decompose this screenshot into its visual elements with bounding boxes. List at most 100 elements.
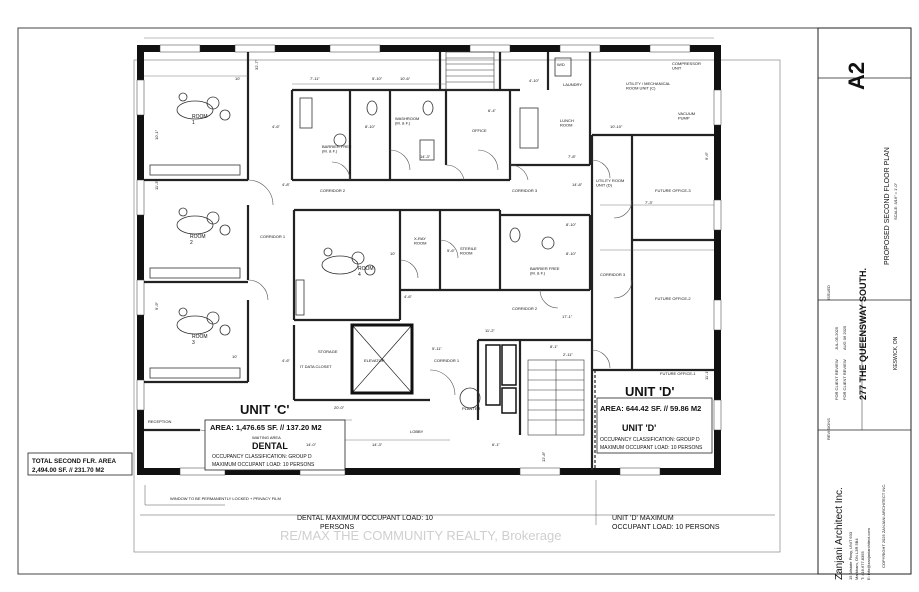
svg-text:10': 10' xyxy=(390,251,395,256)
architect-line-2: Markham, ON L3R 5B4 xyxy=(854,538,859,580)
unit-c-occupancy: OCCUPANCY CLASSIFICATION: GROUP D xyxy=(212,454,312,460)
svg-text:11'-1": 11'-1" xyxy=(704,370,709,380)
architect-line-3: T: 416.677.8355 xyxy=(860,551,865,580)
unit-c-waiting: WAITING AREA xyxy=(252,435,281,440)
shafts xyxy=(485,344,517,414)
corridor-1b-label: CORRIDOR 1 xyxy=(434,358,460,363)
unit-d-area: AREA: 644.42 SF. // 59.86 M2 xyxy=(600,404,701,413)
svg-text:14'-3": 14'-3" xyxy=(372,442,383,447)
sheet-border xyxy=(17,27,912,575)
svg-text:9'-6": 9'-6" xyxy=(704,151,709,160)
issue-2-desc: FOR CLIENT REVIEW xyxy=(842,359,847,400)
unit-d-load-note-1: UNIT 'D' MAXIMUM xyxy=(612,515,674,522)
svg-text:8'-1": 8'-1" xyxy=(550,344,559,349)
barrier-free-label-1: BARRIER FREE(M. & F.) xyxy=(322,144,352,154)
svg-text:10'-6": 10'-6" xyxy=(400,76,411,81)
svg-text:8'-10": 8'-10" xyxy=(566,222,577,227)
svg-text:5'-6": 5'-6" xyxy=(447,248,456,253)
svg-text:4'-6": 4'-6" xyxy=(272,124,281,129)
wd-label: W/D xyxy=(557,62,565,67)
total-area-box xyxy=(27,452,133,476)
svg-text:10'-10": 10'-10" xyxy=(610,124,623,129)
unit-c-load: MAXIMUM OCCUPANT LOAD: 10 PERSONS xyxy=(212,462,315,468)
project-city: KESWICK, ON xyxy=(893,336,899,370)
unit-c-info-box xyxy=(204,419,346,471)
svg-text:14'-8": 14'-8" xyxy=(572,182,583,187)
washroom-label: WASHROOM(M. & F.) xyxy=(395,116,419,126)
architect-line-1: 15 Allstate Pkwy, UNIT 633 xyxy=(848,531,853,580)
unit-d-name: UNIT 'D' xyxy=(625,384,675,399)
corridor-2b-label: CORRIDOR 2 xyxy=(512,306,538,311)
svg-text:4'-10": 4'-10" xyxy=(529,78,540,83)
architect-name: Zanjani Architect Inc. xyxy=(834,487,845,580)
issue-1-date: JUL-05-2025 xyxy=(834,326,839,350)
unit-d-info-box xyxy=(596,397,713,454)
architect-line-4: E: info@zanjaniarchitect.com xyxy=(866,527,871,580)
dental-load-note-2: PERSONS xyxy=(320,524,355,531)
lobby-label: LOBBY xyxy=(410,429,424,434)
office-label: OFFICE xyxy=(472,128,487,133)
total-area-line1: TOTAL SECOND FLR. AREA xyxy=(32,458,117,465)
elevator-shaft xyxy=(350,323,414,395)
dimension-texts: 32'-7" 7'-11" 5'-10" 10'-6" 10' 4'-6" 8'… xyxy=(154,59,709,462)
elevator-label: ELEVATOR xyxy=(364,358,385,363)
drawing-title: PROPOSED SECOND FLOOR PLAN xyxy=(884,147,891,265)
watermark: RE/MAX THE COMMUNITY REALTY, Brokerage xyxy=(280,528,562,543)
svg-text:14'-3": 14'-3" xyxy=(420,154,431,159)
future-office-1-label: FUTURE OFFICE-1 xyxy=(660,371,696,376)
it-closet-label: IT DATA CLOSET xyxy=(300,364,332,369)
svg-text:4'-8": 4'-8" xyxy=(282,182,291,187)
copyright: COPYRIGHT 2025 ZANJANI ARCHITECT INC. xyxy=(881,484,886,568)
corridor-3b-label: CORRIDOR 3 xyxy=(600,272,626,277)
svg-text:4'-6": 4'-6" xyxy=(404,294,413,299)
unit-c-tenant: DENTAL xyxy=(252,441,288,451)
drawing-scale: SCALE: 3/16" = 1'-0" xyxy=(893,182,898,220)
corridor-2-label: CORRIDOR 2 xyxy=(320,188,346,193)
svg-text:8'-10": 8'-10" xyxy=(365,124,376,129)
exterior-walls xyxy=(137,45,721,475)
dental-load-note-1: DENTAL MAXIMUM OCCUPANT LOAD: 10 xyxy=(297,515,433,522)
drawing-frame xyxy=(133,59,781,553)
corridor-3-label: CORRIDOR 3 xyxy=(512,188,538,193)
issued-header: ISSUED xyxy=(826,285,831,300)
unit-d-tenant: UNIT 'D' xyxy=(622,423,656,433)
planter-label: PLANTER xyxy=(462,406,481,411)
unit-d-load: MAXIMUM OCCUPANT LOAD: 10 PERSONS xyxy=(600,445,703,451)
svg-text:9'-9": 9'-9" xyxy=(154,301,159,310)
svg-text:8'-10": 8'-10" xyxy=(566,251,577,256)
svg-text:2'-11": 2'-11" xyxy=(563,352,573,357)
window-note: WINDOW TO BE PERMANENTLY LOCKED + PRIVAC… xyxy=(170,496,281,501)
windows xyxy=(136,44,722,476)
sheet-number: A2 xyxy=(844,62,869,90)
svg-text:12'-8": 12'-8" xyxy=(541,451,546,462)
svg-text:6'-4": 6'-4" xyxy=(488,108,497,113)
svg-text:10': 10' xyxy=(235,76,240,81)
unit-d-occupancy: OCCUPANCY CLASSIFICATION: GROUP D xyxy=(600,437,700,443)
future-office-2-label: FUTURE OFFICE-2 xyxy=(655,296,691,301)
unit-d-load-note-2: OCCUPANT LOAD: 10 PERSONS xyxy=(612,524,720,531)
unit-c-name: UNIT 'C' xyxy=(240,402,290,417)
issue-2-date: AUG 06 2025 xyxy=(842,325,847,350)
svg-text:5'-10": 5'-10" xyxy=(372,76,383,81)
svg-text:17'-1": 17'-1" xyxy=(562,314,573,319)
revision-header: REVISIONS xyxy=(826,418,831,440)
planter-circle xyxy=(459,387,481,409)
svg-text:20'-0": 20'-0" xyxy=(334,405,345,410)
future-office-3-label: FUTURE OFFICE-3 xyxy=(655,188,691,193)
svg-text:6'-1": 6'-1" xyxy=(492,442,501,447)
reception-label: RECEPTION xyxy=(148,419,171,424)
plumbing-fixtures xyxy=(299,57,572,250)
counters xyxy=(149,164,305,379)
svg-text:10'-1": 10'-1" xyxy=(154,129,159,140)
dental-chairs xyxy=(176,92,376,336)
project-name: 277 THE QUEENSWAY SOUTH. xyxy=(858,268,868,400)
